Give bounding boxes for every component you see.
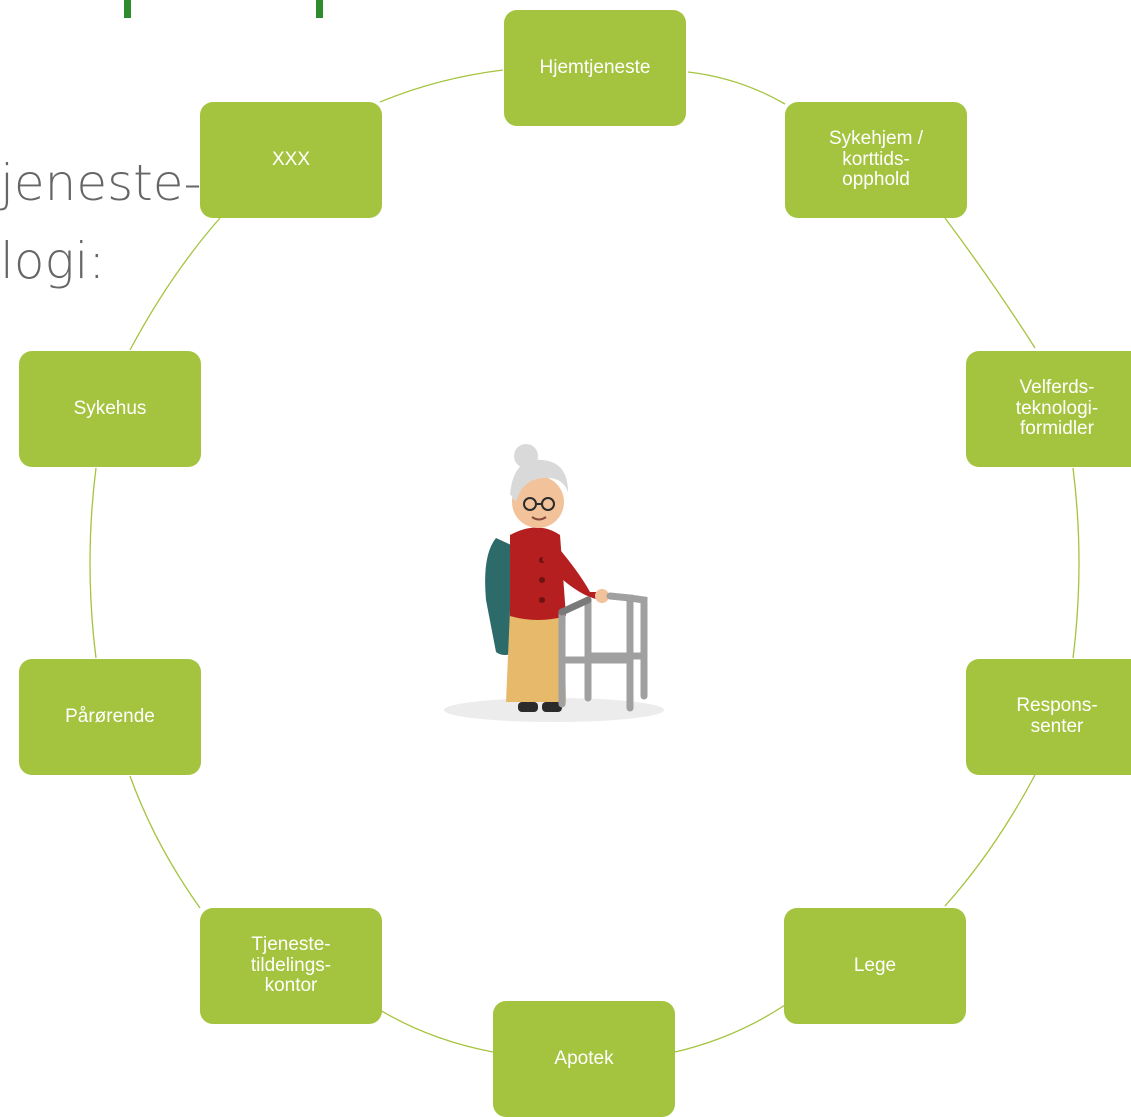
node-sykehjem: Sykehjem / korttids- opphold (785, 102, 967, 218)
node-apotek: Apotek (493, 1001, 675, 1117)
elderly-woman-with-walker-icon (444, 444, 664, 722)
slide-title-line-2: logi: (0, 232, 106, 290)
node-tjenestetildeling: Tjeneste- tildelings- kontor (200, 908, 382, 1024)
node-velferdsteknologi: Velferds- teknologi- formidler (966, 351, 1131, 467)
node-xxx: XXX (200, 102, 382, 218)
connector-tjeneste-parorende (129, 775, 201, 909)
title-accent-bar-2 (316, 0, 323, 18)
connector-respons-lege (944, 774, 1036, 907)
slide-title-line-1: jeneste- (0, 154, 202, 212)
connector-apotek-tjeneste (379, 1009, 494, 1053)
node-parorende: Pårørende (19, 659, 201, 775)
connector-xxx-hjemtjeneste (379, 69, 504, 103)
title-accent-bar-1 (124, 0, 131, 18)
node-responssenter: Respons- senter (966, 659, 1131, 775)
connector-sykehjem-velferd (944, 217, 1036, 349)
connector-parorende-sykehus (89, 467, 97, 659)
connector-lege-apotek (674, 1004, 786, 1053)
node-sykehus: Sykehus (19, 351, 201, 467)
connector-velferd-respons (1072, 467, 1080, 659)
node-hjemtjeneste: Hjemtjeneste (504, 10, 686, 126)
node-lege: Lege (784, 908, 966, 1024)
connector-hjemtjeneste-sykehjem (687, 71, 786, 105)
connector-sykehus-xxx (129, 217, 221, 351)
